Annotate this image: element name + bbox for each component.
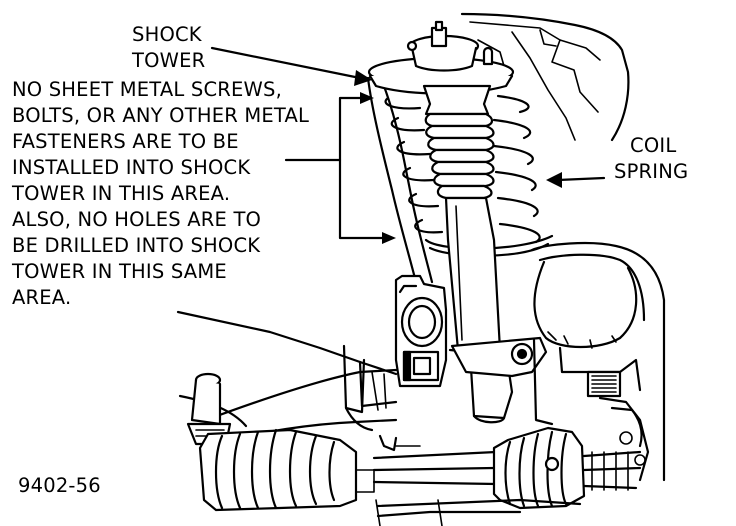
warning-note: NO SHEET METAL SCREWS, BOLTS, OR ANY OTH… (11, 78, 309, 309)
strut-body (444, 196, 548, 424)
shock-tower-leader (210, 46, 372, 86)
coil-spring-leader (546, 172, 606, 188)
warning-line-6: ALSO, NO HOLES ARE TO (12, 208, 261, 231)
warning-line-9: AREA. (12, 286, 71, 309)
wheel-and-tire (530, 241, 666, 482)
fender-panel (460, 12, 630, 142)
coil-spring-label-line-1: COIL (630, 134, 676, 157)
warning-line-1: NO SHEET METAL SCREWS, (12, 78, 282, 101)
drive-axle-cv-boot-inner (198, 428, 375, 512)
coil-spring-label-line-2: SPRING (614, 160, 688, 183)
drive-axle-shaft (372, 434, 498, 486)
warning-line-3: FASTENERS ARE TO BE (12, 130, 239, 153)
drive-axle-cv-boot-outer (492, 426, 642, 510)
shock-tower-label-line-1: SHOCK (132, 23, 203, 46)
shock-tower-label: SHOCK TOWER (131, 23, 205, 72)
control-arm-bracket (394, 274, 448, 388)
strut-dust-boot (422, 84, 495, 200)
area-bracket-leader (284, 92, 396, 244)
strut-upper-mount (367, 20, 515, 95)
warning-line-2: BOLTS, OR ANY OTHER METAL (12, 104, 309, 127)
warning-line-7: BE DRILLED INTO SHOCK (12, 234, 261, 257)
shock-tower-label-line-2: TOWER (131, 49, 205, 72)
tie-rod (375, 498, 582, 526)
warning-line-5: TOWER IN THIS AREA. (11, 182, 230, 205)
warning-line-4: INSTALLED INTO SHOCK (12, 156, 251, 179)
warning-line-8: TOWER IN THIS SAME (11, 260, 227, 283)
figure-id-label: 9402-56 (18, 474, 101, 497)
coil-spring-label: COIL SPRING (614, 134, 688, 183)
